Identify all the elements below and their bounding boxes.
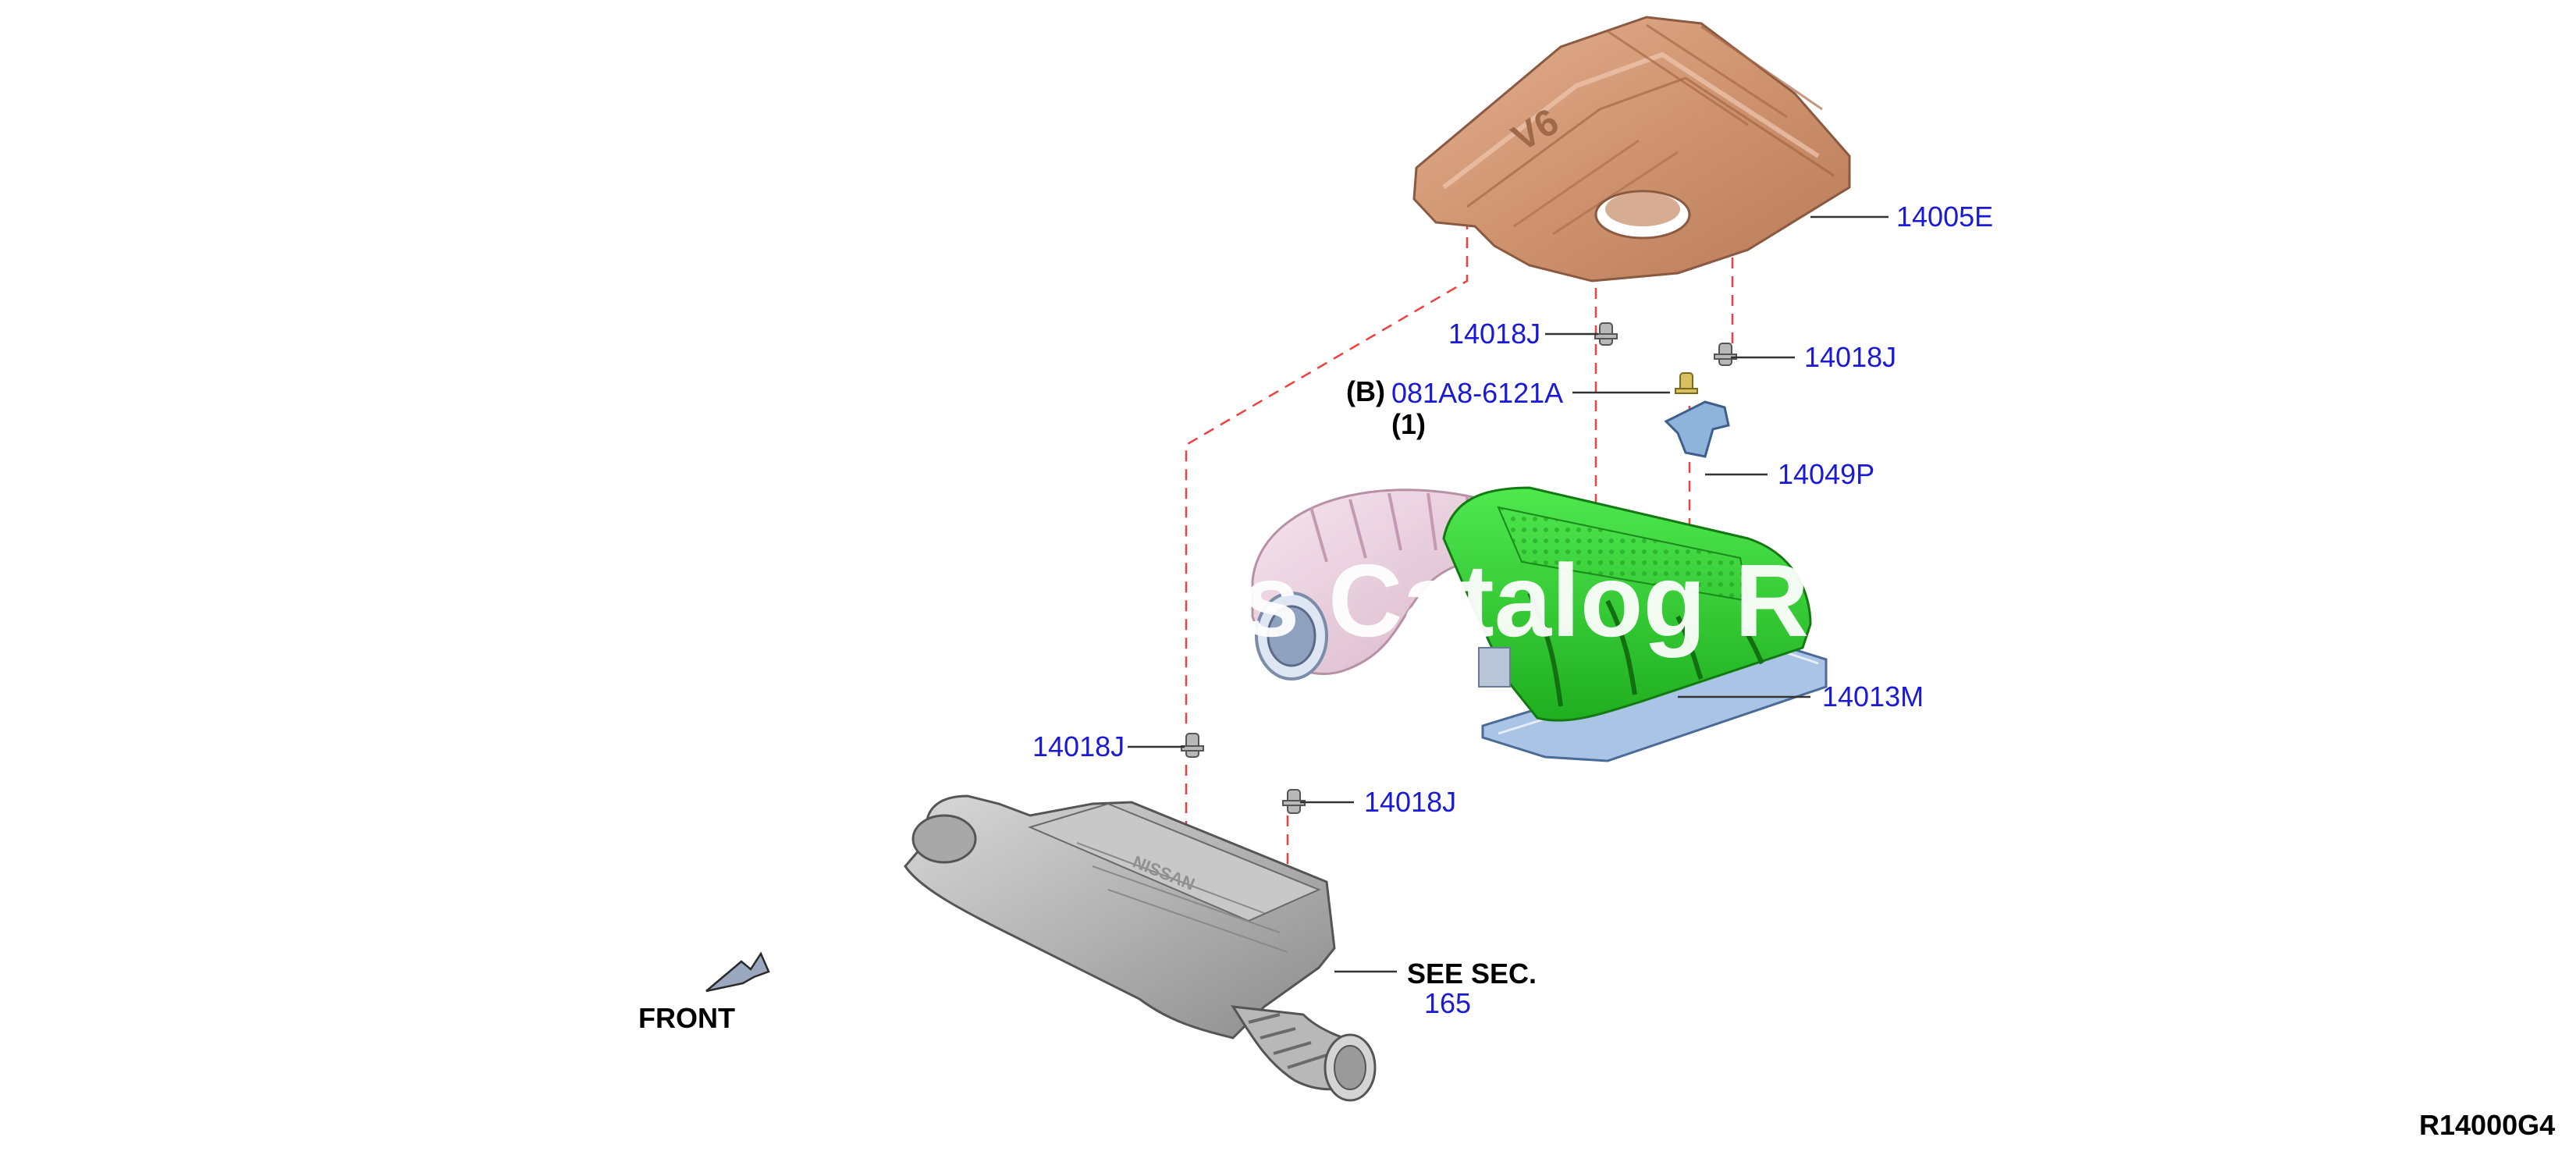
part-label-14018J-top-right[interactable]: 14018J [1804, 341, 1897, 373]
part-label-14013M[interactable]: 14013M [1822, 680, 1924, 712]
bolt-icon [1181, 733, 1204, 758]
part-label-14018J-top-left[interactable]: 14018J [1448, 318, 1541, 350]
part-label-081A8-6121A[interactable]: 081A8-6121A [1391, 377, 1564, 409]
air-cleaner-housing: NISSAN [904, 794, 1377, 1102]
quantity-label: (1) [1391, 408, 1426, 440]
front-label: FRONT [638, 1002, 735, 1034]
part-label-14049P[interactable]: 14049P [1778, 458, 1875, 490]
fasteners [1181, 322, 1737, 814]
part-label-14005E[interactable]: 14005E [1896, 201, 1994, 233]
bracket [1664, 400, 1730, 458]
front-arrow-icon [705, 951, 770, 993]
bolt-icon [1282, 789, 1306, 814]
see-sec-link[interactable]: 165 [1424, 987, 1472, 1019]
note-b-label: (B) [1346, 375, 1385, 407]
part-label-14018J-lower[interactable]: 14018J [1364, 786, 1457, 818]
engine-cover: V6 [1412, 16, 1851, 283]
bolt-icon [1714, 343, 1737, 366]
bolt-icon [1675, 372, 1698, 394]
part-label-14018J-left[interactable]: 14018J [1032, 730, 1125, 762]
watermark-text: ts Catalog R [1208, 543, 1809, 658]
see-sec-label: SEE SEC. [1407, 958, 1537, 990]
diagram-code: R14000G4 [2419, 1109, 2556, 1141]
leader-lines [1128, 215, 1888, 973]
bolt-icon [1594, 322, 1618, 346]
intake-manifold [1442, 486, 1812, 722]
